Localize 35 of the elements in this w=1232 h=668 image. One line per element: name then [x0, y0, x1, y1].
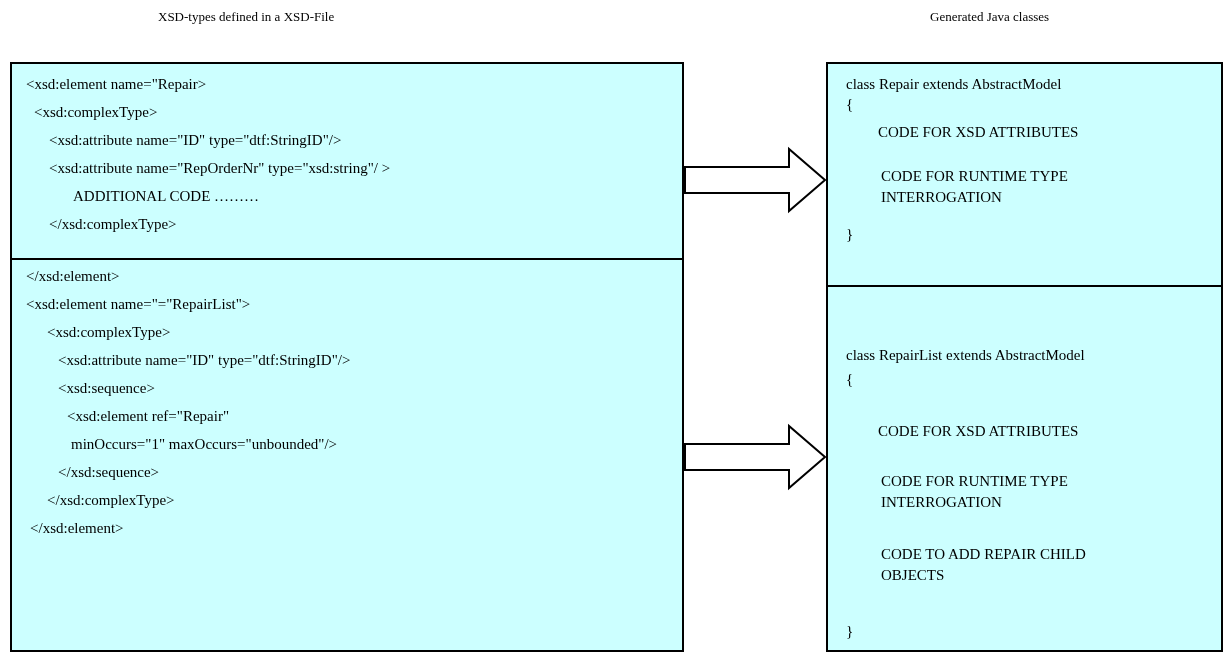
code-line: <xsd:element name="="RepairList"> — [26, 295, 251, 314]
code-line: CODE TO ADD REPAIR CHILD OBJECTS — [881, 545, 1087, 585]
code-line: CODE FOR RUNTIME TYPE INTERROGATION — [881, 167, 1069, 207]
code-line: { — [846, 95, 854, 114]
code-line: CODE FOR XSD ATTRIBUTES — [878, 123, 1079, 142]
code-panel — [826, 62, 1223, 287]
code-line: } — [846, 225, 854, 244]
code-line: <xsd:element name="Repair> — [26, 75, 207, 94]
block-arrow — [684, 423, 827, 491]
block-arrow — [684, 146, 827, 214]
code-line: </xsd:element> — [30, 519, 124, 538]
code-line: ADDITIONAL CODE ……… — [73, 187, 260, 206]
code-line: <xsd:attribute name="ID" type="dtf:StringID"/> — [58, 351, 351, 370]
code-panel — [826, 285, 1223, 652]
code-line: </xsd:complexType> — [47, 491, 175, 510]
code-line: </xsd:sequence> — [58, 463, 160, 482]
code-line: CODE FOR RUNTIME TYPE INTERROGATION — [881, 472, 1069, 512]
code-line: </xsd:element> — [26, 267, 120, 286]
code-panel — [10, 258, 684, 652]
code-line: <xsd:attribute name="ID" type="dtf:StringID"/> — [49, 131, 342, 150]
code-line: </xsd:complexType> — [49, 215, 177, 234]
code-panel — [10, 62, 684, 260]
column-heading: Generated Java classes — [930, 9, 1050, 25]
code-line: } — [846, 622, 854, 641]
code-line: { — [846, 370, 854, 389]
code-line: <xsd:element ref="Repair" — [67, 407, 230, 426]
code-line: class RepairList extends AbstractModel — [846, 346, 1085, 365]
code-line: <xsd:attribute name="RepOrderNr" type="xsd:string"/ > — [49, 159, 391, 178]
code-line: <xsd:complexType> — [47, 323, 171, 342]
column-heading: XSD-types defined in a XSD-File — [158, 9, 335, 25]
code-line: <xsd:complexType> — [34, 103, 158, 122]
code-line: class Repair extends AbstractModel — [846, 75, 1062, 94]
code-line: <xsd:sequence> — [58, 379, 155, 398]
code-line: minOccurs="1" maxOccurs="unbounded"/> — [71, 435, 338, 454]
code-line: CODE FOR XSD ATTRIBUTES — [878, 422, 1079, 441]
